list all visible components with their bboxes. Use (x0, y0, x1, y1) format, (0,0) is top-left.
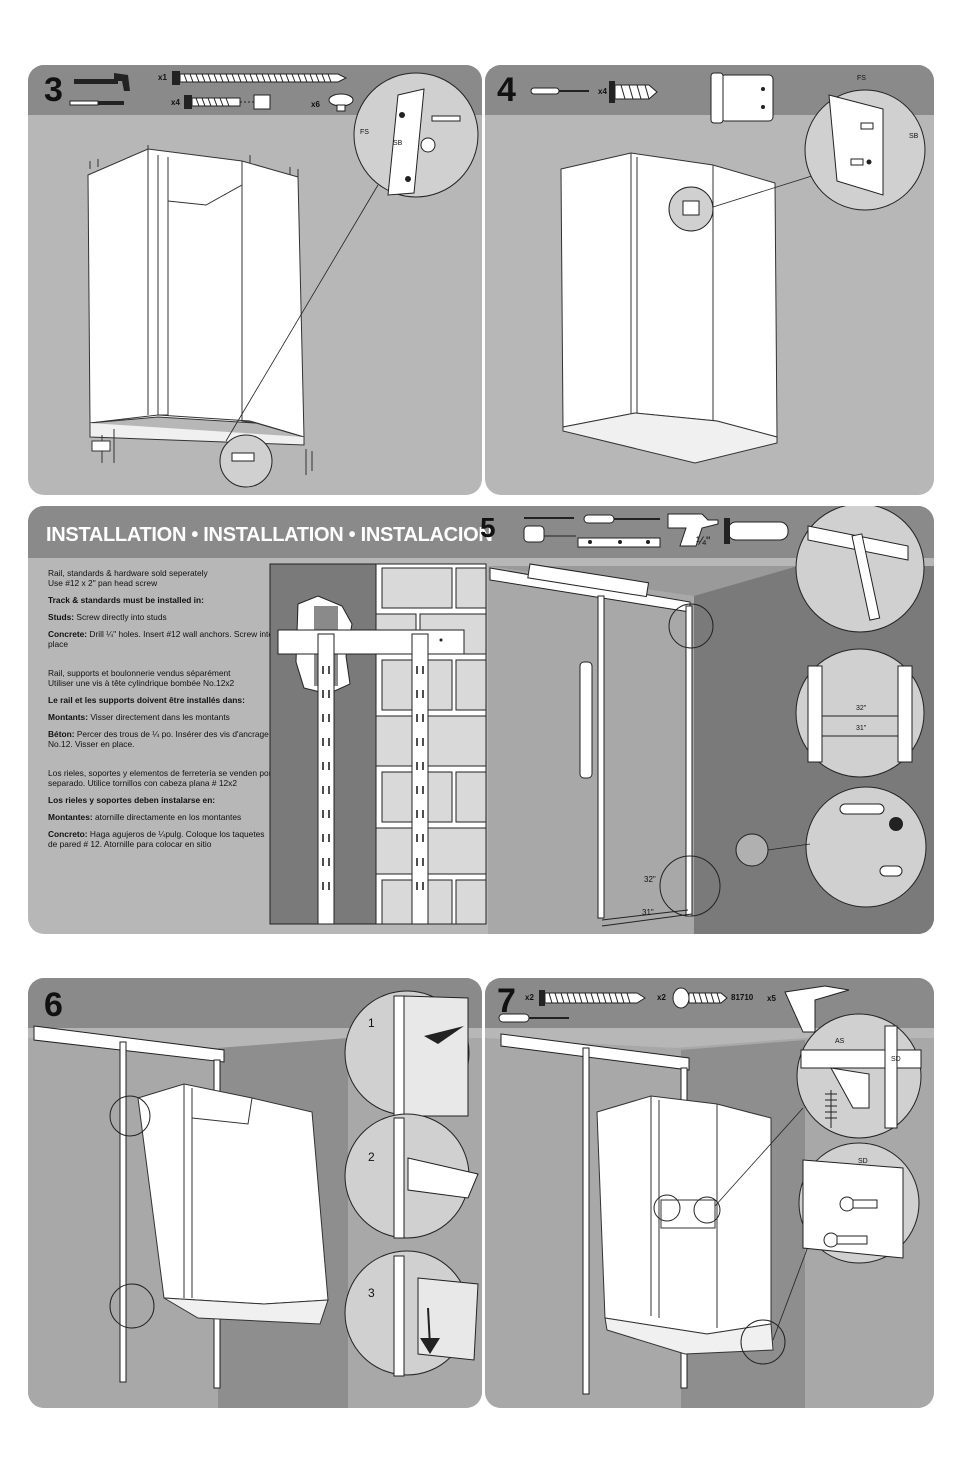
fr-concrete-text: Percer des trous de ¼ po. Insérer des vi… (48, 729, 269, 749)
step-5-dim-32: 32" (644, 875, 656, 884)
step-6-sub-1: 1 (368, 1016, 375, 1030)
step-7-sd-label: SD (891, 1056, 901, 1063)
step-7-sd2-label: SD (858, 1158, 868, 1165)
en-note-2: Use #12 x 2" pan head screw (48, 578, 158, 588)
long-screw-icon (172, 71, 348, 85)
fr-concrete-label: Béton: (48, 729, 75, 739)
fr-heading: Le rail et les supports doivent être ins… (48, 695, 245, 705)
step-6-panel: 6 1 2 3 (28, 978, 482, 1408)
step-3-qty-bolt: x4 (171, 98, 180, 107)
step-5-dim-31: 31" (642, 908, 654, 917)
installation-notes: Rail, standards & hardware sold seperate… (48, 568, 273, 856)
step-6-number: 6 (44, 986, 63, 1024)
cabinet-drawing (87, 148, 305, 446)
installation-illustration (269, 506, 934, 934)
step-7-illustration (485, 985, 934, 1408)
bolt-icon (672, 987, 728, 1009)
drill-bit-size: ¼" (696, 534, 711, 548)
step-3-sb-label: SB (393, 140, 403, 147)
level-icon (577, 537, 661, 548)
screwdriver-icon (530, 87, 589, 95)
installation-title: INSTALLATION • INSTALLATION • INSTALACIO… (46, 524, 493, 546)
en-concrete-label: Concrete: (48, 629, 88, 639)
step-4-number: 4 (497, 71, 516, 109)
cabinet-drawing (137, 1083, 329, 1325)
step-5-dim-32-detail: 32" (856, 705, 867, 712)
step-7-number: 7 (497, 982, 516, 1020)
screw-markers (89, 145, 313, 475)
step-3-fs-label: FS (360, 129, 369, 136)
step-6-sub-2: 2 (368, 1150, 375, 1164)
step-4-qty-screw: x4 (598, 87, 607, 96)
step-4-fs-label: FS (857, 75, 866, 82)
cap-icon (328, 93, 354, 112)
fr-studs-label: Montants: (48, 712, 89, 722)
step-7-qty-screw: x2 (525, 993, 534, 1002)
fr-note-2: Utiliser une vis à tête cylindrique bomb… (48, 678, 235, 688)
shelf-bracket-icon (784, 985, 850, 1033)
screwdriver-icon (583, 514, 660, 524)
wall-anchor-icon (724, 518, 789, 544)
es-heading: Los rieles y soportes deben instalarse e… (48, 795, 216, 805)
en-concrete-text: Drill ¼" holes. Insert #12 wall anchors.… (48, 629, 274, 649)
en-studs-text: Screw directly into studs (76, 612, 167, 622)
drill-icon (667, 513, 719, 547)
hammer-icon (69, 73, 130, 106)
es-studs-label: Montantes: (48, 812, 93, 822)
step-3-illustration (69, 71, 479, 488)
step-4-panel: 4 x4 FS SB (485, 65, 934, 495)
installation-panel: INSTALLATION • INSTALLATION • INSTALACIO… (28, 506, 934, 934)
step-7-as-label: AS (835, 1038, 845, 1045)
en-note-1: Rail, standards & hardware sold seperate… (48, 568, 208, 578)
es-concrete-text: Haga agujeros de ¼pulg. Coloque los taqu… (48, 829, 265, 849)
long-screw-icon (539, 990, 646, 1006)
step-5-dim-31-detail: 31" (856, 725, 867, 732)
step-7-panel: 7 x2 x2 81710 x5 (485, 978, 934, 1408)
cam-bolt-icon (184, 94, 271, 110)
wall-cutaway (269, 563, 487, 925)
screw-icon (609, 81, 658, 103)
screwdriver-icon (498, 1013, 569, 1023)
step-3-qty-screw: x1 (158, 73, 167, 82)
fr-note-1: Rail, supports et boulonnerie vendus sép… (48, 668, 231, 678)
cabinet-drawing (596, 1095, 774, 1355)
es-concrete-label: Concreto: (48, 829, 88, 839)
tape-measure-icon (523, 525, 576, 543)
es-note: Los rieles, soportes y elementos de ferr… (48, 768, 272, 788)
cabinet-drawing (560, 152, 778, 464)
step-5-detail-spacing (795, 648, 925, 778)
step-7-qty-bracket: x5 (767, 994, 776, 1003)
step-3-panel: 3 x1 x4 x6 (28, 65, 482, 495)
step-7-part-code: 81710 (731, 993, 754, 1002)
step-3-qty-cap: x6 (311, 100, 320, 109)
en-heading: Track & standards must be installed in: (48, 595, 204, 605)
step-7-qty-bolt: x2 (657, 993, 666, 1002)
step-3-number: 3 (44, 71, 63, 109)
step-5-number: 5 (480, 512, 496, 543)
step-6-sub-3: 3 (368, 1286, 375, 1300)
step-4-sb-label: SB (909, 133, 919, 140)
es-studs-text: atornille directamente en los montantes (95, 812, 242, 822)
fr-studs-text: Visser directement dans les montants (90, 712, 230, 722)
step-4-illustration (530, 72, 926, 464)
en-studs-label: Studs: (48, 612, 75, 622)
connector-bracket-icon (710, 72, 774, 124)
step-6-illustration (28, 990, 482, 1408)
